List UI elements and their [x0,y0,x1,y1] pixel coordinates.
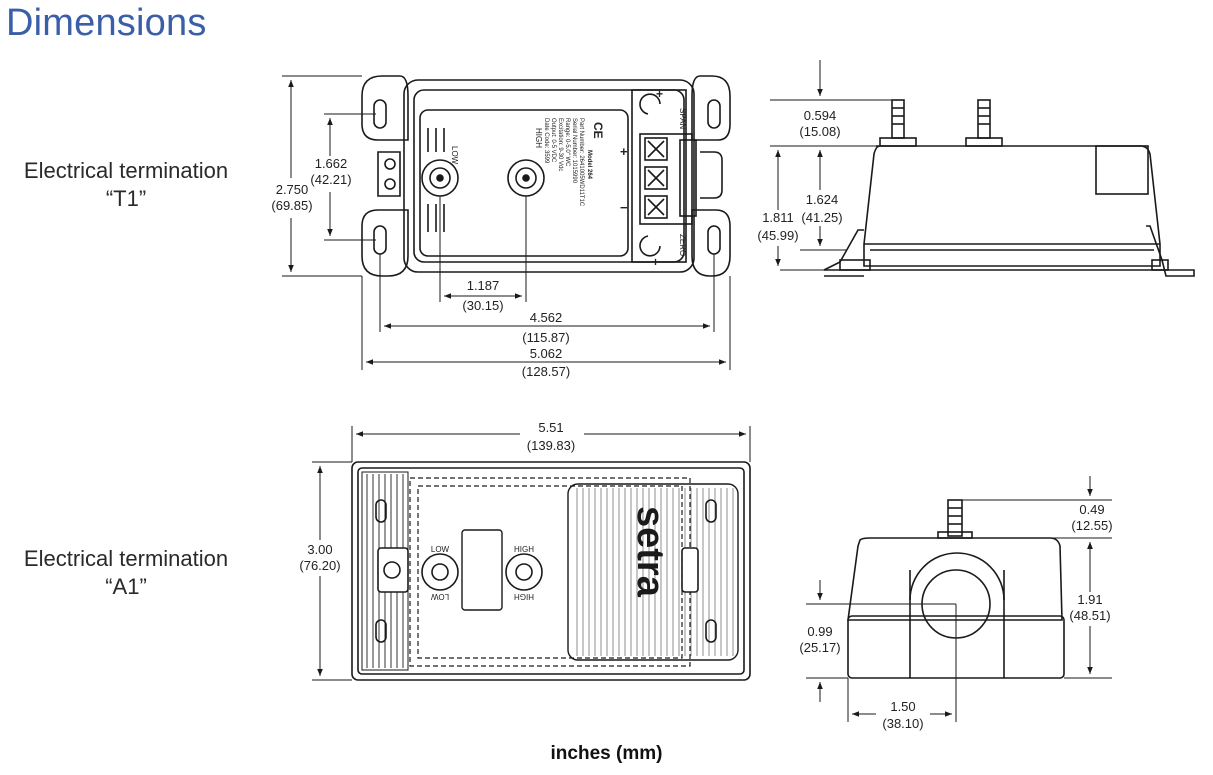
t1-label-line-6: Date Code: 3599 [543,118,549,164]
t1-side-view [823,99,1195,277]
a1-height-mm: (76.20) [299,558,340,573]
page-title: Dimensions [6,2,207,44]
a1-conduit-offset-mm: (38.10) [882,716,923,731]
a1-width-mm: (139.83) [527,438,575,453]
a1-high-label-top: HIGH [514,545,534,554]
t1-height-total-in: 2.750 [276,182,309,197]
a1-height-in: 3.00 [307,542,332,557]
a1-conduit-offset-in: 1.50 [890,699,915,714]
t1-front-dimension-text: 2.750 (69.85) 1.662 (42.21) 1.187 (30.15… [271,156,570,379]
t1-span-label: SPAN [678,108,687,129]
t1-zero-label: ZERO [678,234,687,256]
t1-side-dimension-text: 0.594 (15.08) 1.624 (41.25) 1.811 (45.99… [756,108,844,246]
section-label-a1-line1: Electrical termination [23,546,229,571]
t1-height-total-mm: (69.85) [271,198,312,213]
t1-port-spacing-mm: (30.15) [462,298,503,313]
t1-width-total-in: 5.062 [530,346,563,361]
t1-port-height-in: 0.594 [804,108,837,123]
t1-body-height-in: 1.624 [806,192,839,207]
t1-span-plus: + [656,87,663,101]
a1-brand-logo: setra [629,506,671,598]
a1-port-height-mm: (12.55) [1071,518,1112,533]
a1-conduit-center-mm: (25.17) [799,640,840,655]
t1-label-line-1: Part Number: 2641005WD11T1C [578,118,584,207]
t1-label-line-2: Serial Number: 1015990 [571,118,577,184]
t1-label-line-5: Output: 0-5 VDC [550,118,556,163]
t1-front-view [361,75,731,277]
t1-port-height-mm: (15.08) [799,124,840,139]
a1-body-height-in: 1.91 [1077,592,1102,607]
t1-width-total-mm: (128.57) [522,364,570,379]
a1-front-labels: LOW LOW HIGH HIGH setra [430,506,671,601]
t1-front-dimensions [282,75,731,370]
t1-hole-h-in: 4.562 [530,310,563,325]
t1-front-labels: LOW HIGH SPAN ZERO CE Model 264 Part Num… [450,87,687,269]
t1-term-plus: + [620,144,628,159]
section-label-a1: Electrical termination “A1” [10,545,242,601]
section-label-t1-line2: “T1” [105,186,147,211]
t1-hole-h-mm: (115.87) [522,330,569,345]
section-label-t1-line1: Electrical termination [23,158,229,183]
a1-width-in: 5.51 [538,420,563,435]
t1-label-line-4: Excitation: 9-30 Vdc [557,118,563,171]
t1-term-minus: − [620,200,628,215]
a1-front-view [351,461,751,681]
a1-side-dimension-text: 0.49 (12.55) 1.91 (48.51) 0.99 (25.17) 1… [799,502,1116,732]
t1-hole-v-mm: (42.21) [310,172,351,187]
t1-label-line-0: Model 264 [586,150,592,180]
a1-front-dimension-text: 5.51 (139.83) 3.00 (76.20) [296,420,584,576]
a1-conduit-center-in: 0.99 [807,624,832,639]
a1-port-height-in: 0.49 [1079,502,1104,517]
t1-port-spacing-in: 1.187 [467,278,500,293]
t1-ce-mark: CE [591,122,605,139]
units-note: inches (mm) [550,743,663,764]
t1-port-low-label: LOW [450,146,459,165]
t1-total-height-mm: (45.99) [757,228,798,243]
section-label-t1: Electrical termination “T1” [10,157,242,213]
t1-total-height-in: 1.811 [762,210,794,225]
a1-low-label-top: LOW [431,545,450,554]
a1-high-label-bottom: HIGH [514,592,534,601]
t1-hole-v-in: 1.662 [315,156,348,171]
a1-body-height-mm: (48.51) [1069,608,1110,623]
t1-zero-plus: + [652,255,659,269]
t1-body-height-mm: (41.25) [801,210,842,225]
a1-low-label-bottom: LOW [430,592,449,601]
t1-port-high-label: HIGH [534,128,543,148]
section-label-a1-line2: “A1” [105,574,147,599]
t1-label-line-3: Range: 0-5.0" WC [564,118,570,167]
